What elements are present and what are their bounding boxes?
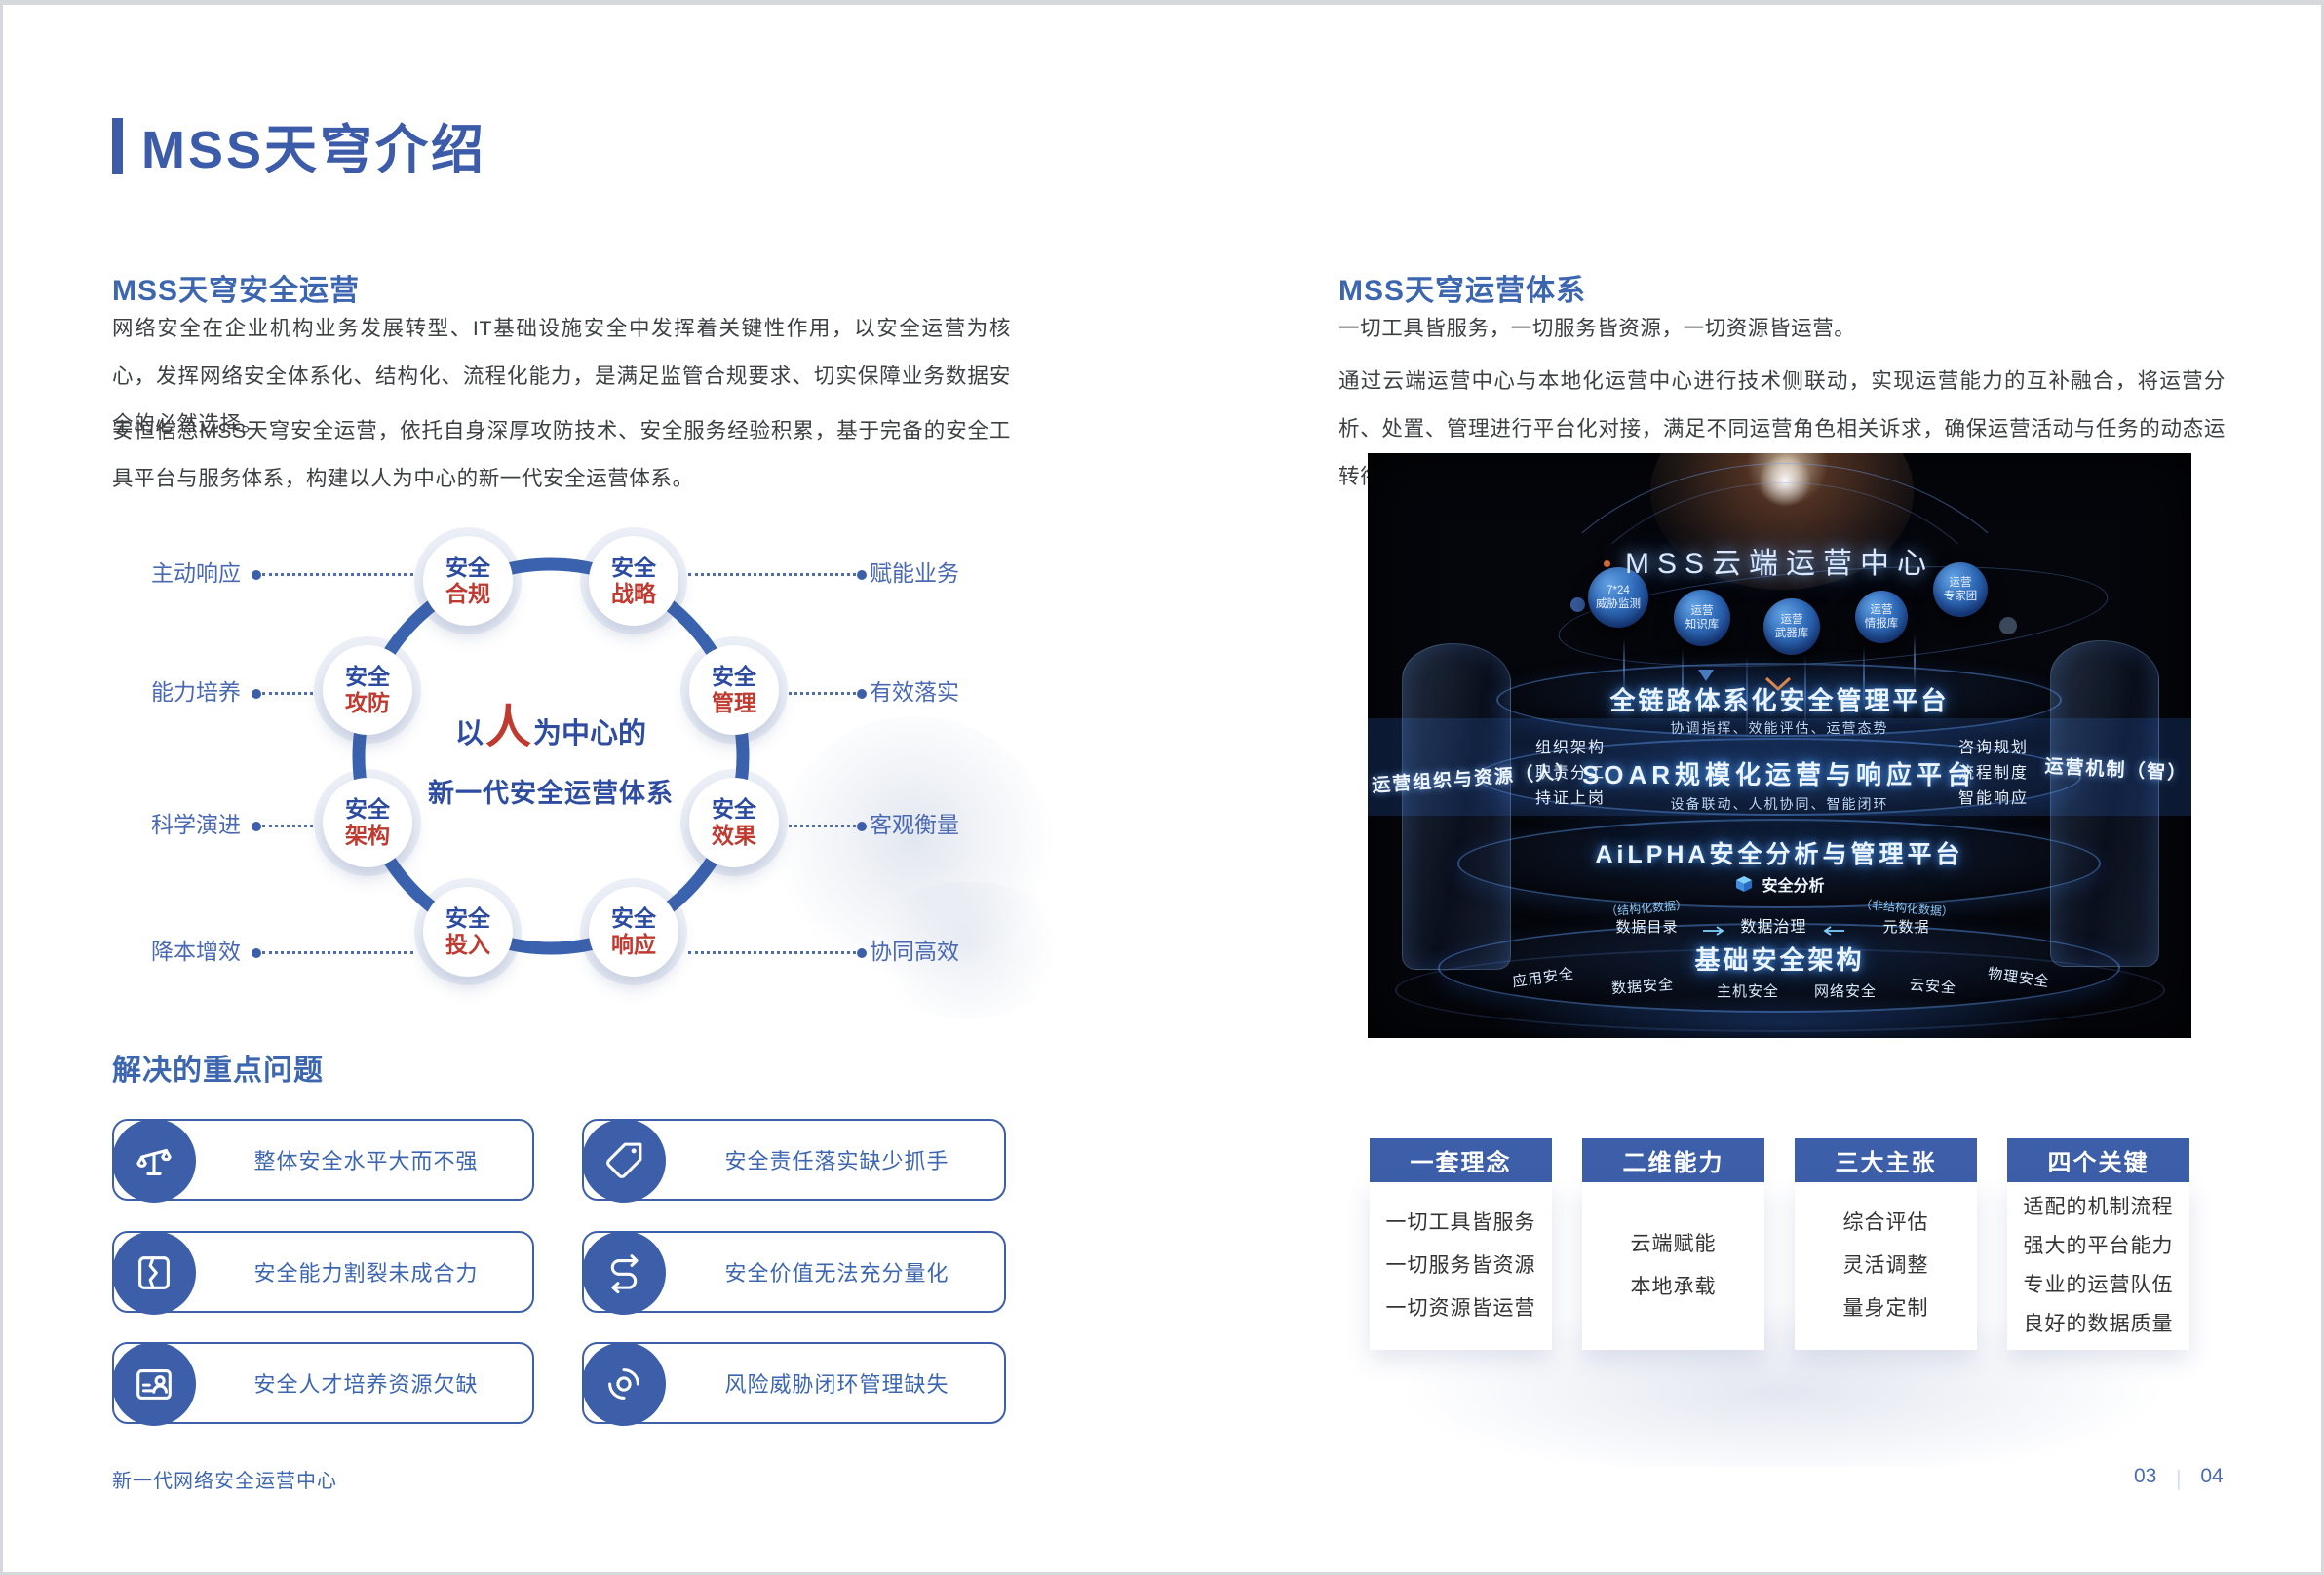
balance-scale-icon [112, 1119, 196, 1203]
arrow-left-icon [1822, 926, 1844, 936]
cube-icon [1736, 876, 1753, 892]
column-capability: 二维能力 云端赋能 本地承载 [1582, 1138, 1764, 1350]
page-number: 03 ｜ 04 [2134, 1465, 2224, 1492]
orbit-arc [1512, 463, 2058, 882]
diagram-right-label: 协同高效 [870, 939, 959, 964]
cloud-center-title: MSS云端运营中心 [1624, 548, 1934, 580]
diagram-left-label: 能力培养 [151, 679, 241, 705]
key-points-columns: 一套理念 一切工具皆服务 一切服务皆资源 一切资源皆运营 二维能力 云端赋能 本… [1370, 1138, 2189, 1350]
platform-ellipse-3 [1457, 819, 2101, 908]
problem-box: 风险威胁闭环管理缺失 [582, 1342, 1006, 1426]
diagram-node-offense-defense: 安全 攻防 [323, 645, 412, 735]
capability-bubble-threat-monitoring: 7*24 威胁监测 [1588, 567, 1648, 628]
footer-left-text: 新一代网络安全运营中心 [112, 1471, 337, 1492]
right-list-item: 咨询规划 [1958, 740, 2030, 756]
dotted-connector [789, 822, 867, 831]
platform-ellipse-1 [1496, 663, 2062, 737]
dotted-connector [688, 570, 867, 580]
problem-box: 安全能力割裂未成合力 [112, 1231, 534, 1315]
dotted-connector [789, 689, 867, 699]
orbit-dot [1570, 597, 1585, 612]
diagram-right-label: 有效落实 [870, 679, 959, 705]
tech-watermark [861, 882, 1075, 1018]
down-arrow-blue-icon [1698, 656, 1714, 681]
problem-box: 安全价值无法充分量化 [582, 1231, 1006, 1315]
diagram-node-effect: 安全 效果 [689, 778, 779, 867]
left-list-item: 组织架构 [1535, 740, 1607, 756]
orbit-dot [1999, 617, 2017, 634]
diagram-left-label: 科学演进 [151, 812, 241, 837]
diagram-node-compliance: 安全 合规 [423, 536, 513, 626]
diagram-left-label: 降本增效 [151, 939, 241, 964]
diagram-node-investment: 安全 投入 [423, 887, 513, 977]
tag-icon [582, 1119, 666, 1203]
dotted-connector [252, 570, 413, 580]
orbit-dot-orange [1604, 560, 1610, 567]
intro-paragraph-1: 网络安全在企业机构业务发展转型、IT基础设施安全中发挥着关键性作用，以安全运营为… [112, 317, 1011, 436]
capability-bubble-intel-base: 运营 情报库 [1855, 591, 1908, 643]
right-glass-panel [2050, 640, 2159, 967]
left-list-item: 持证上岗 [1535, 790, 1607, 807]
layer4-title: 基础安全架构 [1694, 945, 1865, 975]
layer2-subtitle: 设备联动、人机协同、智能闭环 [1670, 796, 1889, 812]
capability-bubble-knowledge-base: 运营 知识库 [1674, 590, 1730, 646]
data-governance-row: （结构化数据） 数据目录 数据治理 （非结构化数据） 元数据 [1606, 897, 1954, 936]
id-card-icon [112, 1342, 196, 1426]
data-stream [1914, 634, 1916, 687]
closed-loop-icon [582, 1342, 666, 1426]
cloud-operation-diagram: MSS云端运营中心 7*24 威胁监测 运营 知识库 运营 武器库 运营 情报库… [1368, 453, 2191, 1038]
capability-bubble-expert-team: 运营 专家团 [1933, 562, 1988, 617]
column-keys: 四个关键 适配的机制流程 强大的平台能力 专业的运营队伍 良好的数据质量 [2007, 1138, 2189, 1350]
layer1-subtitle: 协调指挥、效能评估、运营态势 [1670, 720, 1889, 736]
data-stream [1623, 638, 1625, 697]
left-glass-panel [1402, 643, 1511, 970]
diagram-right-label: 赋能业务 [870, 560, 959, 586]
section-heading-operation-system: MSS天穹运营体系 [1338, 275, 1587, 307]
platform-ellipse-2 [1477, 738, 2081, 816]
diagram-node-architecture: 安全 架构 [323, 778, 412, 867]
section-heading-problems: 解决的重点问题 [112, 1055, 324, 1087]
title-accent-bar [112, 118, 123, 174]
problem-box: 安全责任落实缺少抓手 [582, 1119, 1006, 1203]
layer1-title: 全链路体系化安全管理平台 [1609, 686, 1950, 715]
layer2-title: SOAR规模化运营与响应平台 [1581, 760, 1978, 789]
problem-box: 安全人才培养资源欠缺 [112, 1342, 534, 1426]
dotted-connector [252, 822, 313, 831]
intro-paragraph-2: 安恒信息MSS天穹安全运营，依托自身深厚攻防技术、安全服务经验积累，基于完备的安… [112, 419, 1011, 490]
system-paragraph-1: 一切工具皆服务，一切服务皆资源，一切资源皆运营。 [1338, 317, 1856, 340]
right-list-item: 流程制度 [1958, 765, 2030, 782]
diagram-node-strategy: 安全 战略 [589, 536, 678, 626]
capability-bubble-weapon-base: 运营 武器库 [1763, 598, 1820, 655]
broken-card-icon [112, 1231, 196, 1315]
globe-watermark [773, 716, 1056, 989]
column-propositions: 三大主张 综合评估 灵活调整 量身定制 [1795, 1138, 1977, 1350]
column-concept: 一套理念 一切工具皆服务 一切服务皆资源 一切资源皆运营 [1370, 1138, 1552, 1350]
diagram-node-management: 安全 管理 [689, 645, 779, 735]
platform-ellipse-outer [1395, 948, 2165, 1032]
diagram-center-text: 以 人 为中心的 新一代安全运营体系 [428, 701, 674, 808]
s-flow-arrow-icon [582, 1231, 666, 1315]
people-centered-circle-diagram: 主动响应 能力培养 科学演进 降本增效 赋能业务 有效落实 客观衡量 协同高效 … [3, 5, 1075, 1038]
dotted-connector [688, 948, 867, 958]
left-list-item: 职责分工 [1535, 765, 1607, 782]
diagram-left-label: 主动响应 [151, 560, 241, 586]
dotted-connector [252, 689, 313, 699]
layer3-title: AiLPHA安全分析与管理平台 [1595, 841, 1964, 868]
page-title: MSS天穹介绍 [141, 121, 487, 179]
section-heading-security-operation: MSS天穹安全运营 [112, 275, 361, 307]
base-security-row: 应用安全 数据安全 主机安全 网络安全 云安全 物理安全 [1511, 965, 2051, 1000]
security-analysis-row: 安全分析 [1368, 872, 2191, 896]
diagram-right-label: 客观衡量 [870, 812, 959, 837]
arrow-right-icon [1703, 926, 1725, 936]
right-list-item: 智能响应 [1958, 790, 2030, 807]
orbit-arc [1551, 482, 2019, 853]
down-arrow-orange-icon [1764, 676, 1792, 692]
dotted-connector [252, 948, 413, 958]
diagram-node-response: 安全 响应 [589, 887, 678, 977]
problem-box: 整体安全水平大而不强 [112, 1119, 534, 1203]
diagram-ring [352, 557, 750, 955]
